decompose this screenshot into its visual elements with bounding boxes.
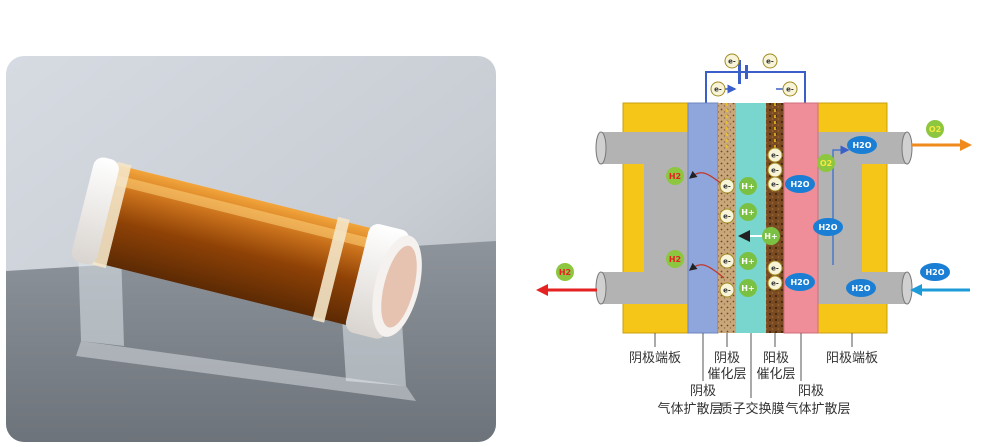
leader-lines (654, 333, 853, 398)
species-chips: e-e-e-e-e-e-e-e-e-e-e-e-e-H+H+H+H+H+H2H2… (556, 53, 950, 298)
h2-evolution-arrow (688, 262, 725, 279)
label-anode-end-plate: 阳极端板 (826, 351, 878, 366)
product-photo (6, 56, 496, 442)
oxygen-molecule-icon: O2 (817, 154, 835, 172)
anode-end-plate (817, 102, 913, 334)
proton-icon: H+ (739, 177, 757, 195)
svg-text:H2O: H2O (851, 284, 870, 293)
electron-icon: e- (767, 260, 783, 276)
electron-icon: e- (719, 208, 735, 224)
anode-catalyst-layer (766, 103, 784, 333)
electron-icon: e- (719, 282, 735, 298)
water-molecule-icon: H2O (920, 263, 950, 281)
svg-text:e-: e- (723, 183, 731, 191)
electron-icon: e- (719, 178, 735, 194)
tape-band (92, 161, 132, 269)
label-cathode-gdl-line2: 气体扩散层 (657, 401, 722, 417)
cathode-top-port (600, 132, 688, 164)
end-cap-left (71, 157, 119, 265)
svg-text:e-: e- (771, 181, 779, 189)
cathode-gas-diffusion-layer (687, 102, 719, 334)
electron-icon: e- (767, 147, 783, 163)
svg-text:H+: H+ (741, 257, 754, 266)
svg-text:H2: H2 (669, 172, 681, 181)
h2o-inlet-arrow (910, 284, 970, 296)
electron-icon: e- (710, 81, 726, 97)
svg-text:e-: e- (714, 86, 722, 94)
svg-text:H+: H+ (764, 232, 777, 241)
cathode-end-plate (595, 102, 689, 334)
svg-text:H2O: H2O (790, 278, 809, 287)
svg-text:H+: H+ (741, 208, 754, 217)
label-cathode-end-plate: 阴极端板 (629, 351, 681, 366)
svg-text:O2: O2 (929, 125, 941, 134)
pem-electrolyzer-diagram: e-e-e-e-e-e-e-e-e-e-e-e-e-H+H+H+H+H+H2H2… (536, 53, 972, 417)
label-cathode-catalyst-line2: 催化层 (707, 367, 746, 382)
svg-text:e-: e- (728, 58, 736, 66)
electron-icon: e- (762, 53, 778, 69)
electrolyzer-tube-illustration (6, 56, 496, 442)
svg-text:e-: e- (771, 167, 779, 175)
h2-evolution-arrow (688, 170, 725, 187)
svg-text:e-: e- (723, 287, 731, 295)
h2-outlet-arrow (536, 284, 597, 296)
svg-text:e-: e- (723, 213, 731, 221)
water-molecule-icon: H2O (785, 175, 815, 193)
water-molecule-icon: H2O (847, 136, 877, 154)
water-molecule-icon: H2O (846, 279, 876, 297)
label-cathode-catalyst-line1: 阴极 (714, 351, 740, 366)
svg-text:e-: e- (723, 258, 731, 266)
oxygen-molecule-icon: O2 (926, 120, 944, 138)
proton-icon: H+ (739, 279, 757, 297)
proton-icon: H+ (762, 227, 780, 245)
electron-icon: e- (782, 81, 798, 97)
svg-text:H2O: H2O (790, 180, 809, 189)
electron-icon: e- (767, 176, 783, 192)
hydrogen-molecule-icon: H2 (666, 167, 684, 185)
cathode-bottom-port (600, 272, 688, 304)
label-anode-gdl-line2: 气体扩散层 (785, 401, 850, 417)
stand-leg-left (78, 246, 124, 346)
label-anode-catalyst-line1: 阳极 (763, 351, 789, 366)
electron-icon: e- (767, 162, 783, 178)
svg-text:H2: H2 (559, 268, 571, 277)
battery-icon (738, 60, 741, 84)
svg-text:e-: e- (771, 280, 779, 288)
proton-icon: H+ (739, 203, 757, 221)
svg-text:H2: H2 (669, 255, 681, 264)
svg-text:H2O: H2O (925, 268, 944, 277)
external-circuit (705, 60, 806, 103)
water-molecule-icon: H2O (813, 218, 843, 236)
anode-gas-diffusion-layer (783, 102, 819, 334)
water-molecule-icon: H2O (785, 273, 815, 291)
electron-icon: e- (724, 53, 740, 69)
tape-band (312, 216, 350, 323)
svg-text:H2O: H2O (818, 223, 837, 232)
svg-text:e-: e- (766, 58, 774, 66)
electron-icon: e- (719, 253, 735, 269)
label-membrane: 质子交换膜 (719, 401, 784, 417)
hydrogen-molecule-icon: H2 (666, 250, 684, 268)
tube-body (71, 157, 422, 339)
svg-text:H+: H+ (741, 182, 754, 191)
svg-text:e-: e- (771, 265, 779, 273)
svg-text:H+: H+ (741, 284, 754, 293)
hydrogen-molecule-icon: H2 (556, 263, 574, 281)
electron-icon: e- (767, 275, 783, 291)
svg-text:e-: e- (771, 152, 779, 160)
svg-text:H2O: H2O (852, 141, 871, 150)
label-anode-catalyst-line2: 催化层 (756, 367, 795, 382)
svg-text:O2: O2 (820, 159, 832, 168)
label-anode-gdl-line1: 阳极 (798, 384, 824, 399)
proton-icon: H+ (739, 252, 757, 270)
svg-text:e-: e- (786, 86, 794, 94)
o2-outlet-arrow (911, 139, 972, 151)
label-cathode-gdl-line1: 阴极 (690, 384, 716, 399)
